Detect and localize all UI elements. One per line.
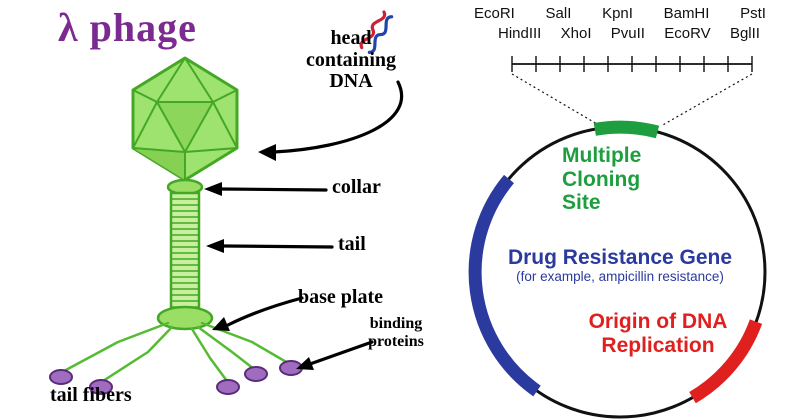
enzyme-hindiii: HindIII xyxy=(498,25,542,42)
enzyme-sali: SalI xyxy=(545,5,572,22)
dna-helix-drawing xyxy=(359,10,394,54)
tail-fibers-label: tail fibers xyxy=(50,384,132,406)
head-arrow xyxy=(272,80,404,154)
binding-protein-tips xyxy=(49,360,303,395)
zoom-guide-lines xyxy=(511,73,753,127)
origin-segment xyxy=(689,319,763,404)
multiple-cloning-site-label: Multiple Cloning Site xyxy=(562,144,642,215)
enzyme-row-2: HindIII XhoI PvuII EcoRV BglII xyxy=(498,25,760,42)
base-plate-arrow xyxy=(226,296,304,327)
enzyme-bamhi: BamHI xyxy=(663,5,710,22)
enzyme-ecori: EcoRI xyxy=(474,5,515,22)
plasmid-circle xyxy=(468,120,767,419)
mcs-segment xyxy=(593,120,660,139)
head-label: head containing DNA xyxy=(305,27,397,93)
collar-label: collar xyxy=(332,176,381,198)
enzyme-kpni: KpnI xyxy=(602,5,633,22)
tail-arrow xyxy=(222,244,334,249)
enzyme-pvuii: PvuII xyxy=(610,25,645,42)
phage-tail xyxy=(169,191,201,313)
restriction-site-ruler xyxy=(511,56,753,72)
label-arrows xyxy=(220,80,404,366)
drug-resistance-segment xyxy=(468,174,541,397)
phage-title: λ phage xyxy=(58,5,197,50)
enzyme-psti: PstI xyxy=(740,5,766,22)
binding-proteins-arrow xyxy=(308,340,374,366)
enzyme-ecorv: EcoRV xyxy=(664,25,711,42)
enzyme-xhoi: XhoI xyxy=(560,25,592,42)
enzyme-row-1: EcoRI SalI KpnI BamHI PstI xyxy=(474,5,766,22)
drug-resistance-title: Drug Resistance Gene xyxy=(507,246,733,269)
drug-resistance-subtitle: (for example, ampicillin resistance) xyxy=(516,269,724,285)
phage-head xyxy=(131,56,239,182)
binding-proteins-label: binding proteins xyxy=(368,315,424,350)
enzyme-bglii: BglII xyxy=(729,25,760,42)
collar-arrow xyxy=(220,187,328,192)
tail-label: tail xyxy=(338,233,366,255)
origin-of-replication-label: Origin of DNA Replication xyxy=(588,310,728,357)
drug-resistance-label: Drug Resistance Gene (for example, ampic… xyxy=(486,246,754,285)
phage-base-plate xyxy=(156,305,214,331)
label-arrowheads xyxy=(204,144,314,370)
base-plate-label: base plate xyxy=(298,286,383,308)
